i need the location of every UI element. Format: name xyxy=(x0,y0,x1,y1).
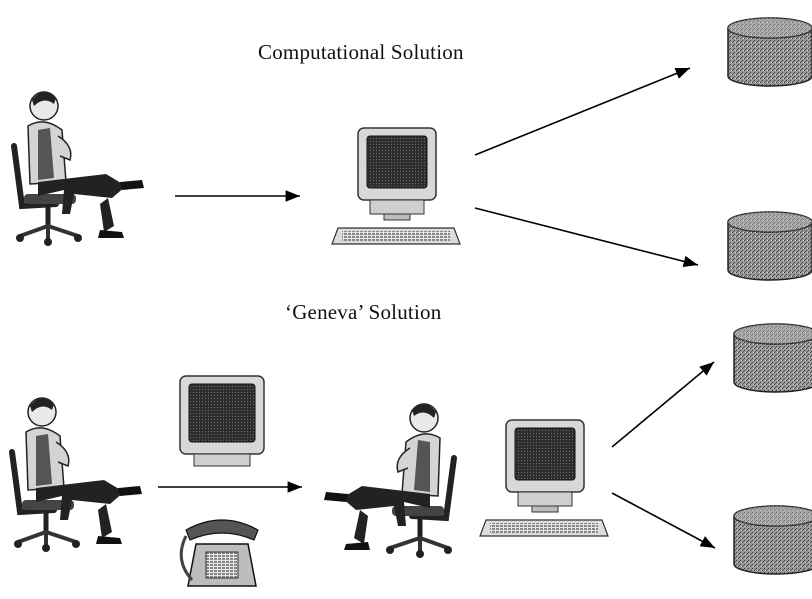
top-person-icon xyxy=(14,92,144,246)
expert-person-icon xyxy=(324,404,454,558)
geneva-solution-caption: ‘Geneva’ Solution xyxy=(285,300,442,324)
computer-to-database-4-arrow xyxy=(611,492,716,549)
computer-to-database-1-arrow xyxy=(474,67,691,156)
database-icon-2 xyxy=(727,211,812,281)
database-icon-3 xyxy=(733,323,812,393)
requester-person-icon xyxy=(12,398,142,552)
expert-monitor-icon xyxy=(179,375,265,467)
database-icon-1 xyxy=(727,17,812,87)
top-computer-icon xyxy=(331,127,461,245)
telephone-icon xyxy=(179,518,260,588)
database-icon-4 xyxy=(733,505,812,575)
computer-to-database-3-arrow xyxy=(611,361,715,448)
computational-solution-caption: Computational Solution xyxy=(258,40,464,64)
computer-to-database-2-arrow xyxy=(474,207,699,268)
bottom-computer-icon xyxy=(479,419,609,537)
